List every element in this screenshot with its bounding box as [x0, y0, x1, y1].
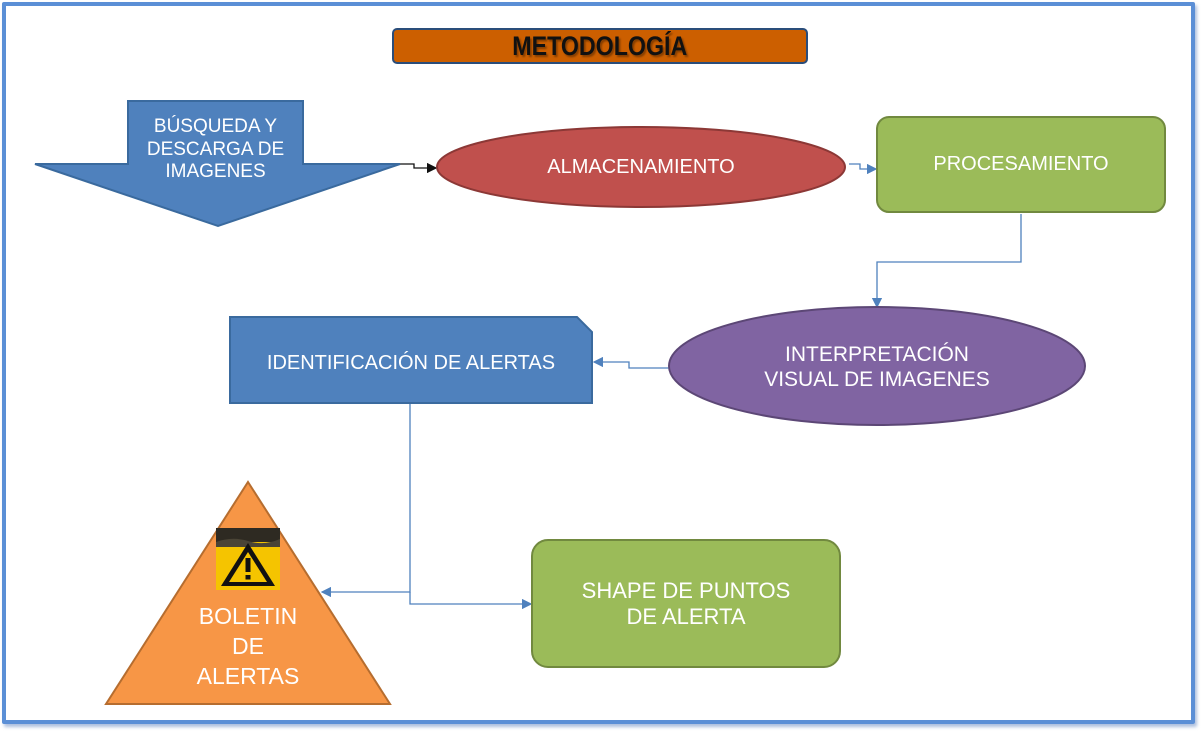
node-procesamiento-shape: [876, 116, 1166, 213]
shape-line-1: SHAPE DE PUNTOS: [581, 577, 791, 603]
node-busqueda-label: BÚSQUEDA Y DESCARGA DE IMAGENES: [128, 106, 303, 194]
node-identificacion-label: IDENTIFICACIÓN DE ALERTAS: [266, 352, 556, 374]
node-shape-shape: [531, 539, 841, 668]
connector-identificacion-boletin: [320, 403, 411, 598]
shape-line-2: DE ALERTA: [626, 604, 746, 629]
title-banner: METODOLOGÍA: [392, 28, 808, 64]
node-interpretacion-label: INTERPRETACIÓN VISUAL DE IMAGENES: [710, 332, 1044, 402]
node-almacenamiento-shape: [436, 126, 846, 208]
boletin-line-3: ALERTAS: [196, 662, 300, 689]
node-boletin-label: BOLETIN DE ALERTAS: [178, 592, 318, 702]
node-shape-label: SHAPE DE PUNTOS DE ALERTA: [532, 567, 840, 641]
busqueda-line-2: DESCARGA DE: [146, 138, 285, 160]
node-interpretacion-shape: [668, 306, 1086, 426]
busqueda-line-1: BÚSQUEDA Y: [153, 115, 278, 137]
diagram-title: METODOLOGÍA: [512, 30, 688, 61]
busqueda-line-3: IMAGENES: [165, 161, 266, 183]
node-almacenamiento-label: ALMACENAMIENTO: [547, 156, 735, 178]
warning-icon: [216, 528, 280, 590]
node-procesamiento-label: PROCESAMIENTO: [933, 153, 1109, 175]
node-boletin-shape: [104, 480, 392, 705]
boletin-line-2: DE: [232, 633, 264, 660]
node-busqueda-shape: [34, 100, 401, 228]
interpretacion-line-1: INTERPRETACIÓN: [785, 342, 969, 366]
connector-procesamiento-interpretacion: [871, 214, 1022, 309]
connector-almacenamiento-procesamiento: [849, 163, 878, 175]
interpretacion-line-2: VISUAL DE IMAGENES: [764, 368, 990, 391]
node-identificacion-shape: [229, 316, 593, 404]
connector-identificacion-shape: [409, 592, 533, 610]
connector-interpretacion-identificacion: [592, 356, 669, 369]
connector-busqueda-almacenamiento: [396, 162, 438, 174]
boletin-line-1: BOLETIN: [198, 603, 298, 630]
diagram-frame: [2, 2, 1195, 724]
